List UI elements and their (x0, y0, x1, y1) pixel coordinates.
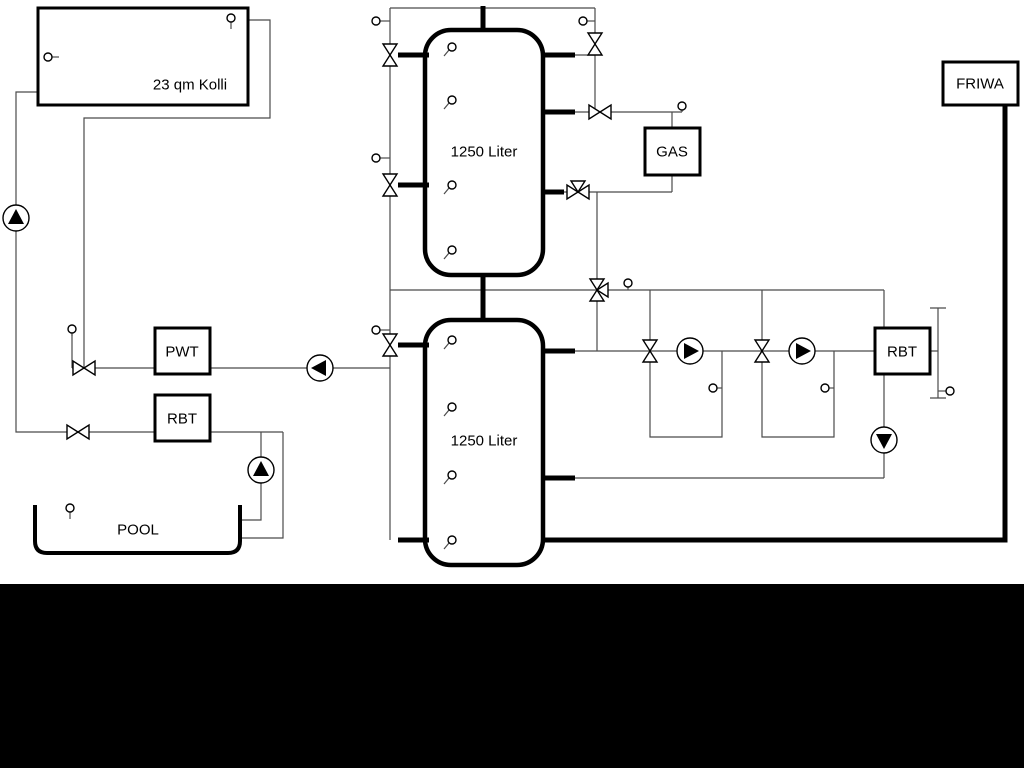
bottom-black-bar (0, 584, 1024, 768)
buffer-tank-lower-label: 1250 Liter (451, 433, 518, 450)
temp-sensor-collector-left-icon (43, 52, 59, 62)
temp-sensor-tank1-1-icon (443, 42, 457, 57)
rbt-left-label: RBT (167, 411, 197, 428)
valve-circuit1-icon (641, 339, 659, 363)
temp-sensor-tank1-3-icon (443, 180, 457, 195)
gas-boiler-label: GAS (656, 144, 688, 161)
pwt-box (153, 326, 212, 376)
pwt-label: PWT (165, 344, 198, 361)
friwa-box (941, 60, 1020, 107)
temp-sensor-right-riser-top-icon (578, 16, 595, 26)
temp-sensor-pool-icon (65, 503, 75, 519)
temp-sensor-tank1-4-icon (443, 245, 457, 260)
pool-label: POOL (117, 522, 159, 539)
gas-boiler-box (643, 126, 702, 177)
pwt-pump-icon (306, 354, 334, 382)
temp-sensor-gas-line-icon (677, 101, 687, 112)
buffer-tank-upper-label: 1250 Liter (451, 144, 518, 161)
rbt-right-label: RBT (887, 344, 917, 361)
circuit2-pump-icon (788, 337, 816, 365)
valve-collector-top-icon (381, 43, 399, 67)
valve-distribution-icon (588, 278, 609, 302)
valve-tank2-left-icon (381, 333, 399, 357)
rbt-left-box (153, 393, 212, 443)
temp-sensor-tank2-3-icon (443, 470, 457, 485)
pipes-thick (398, 6, 1008, 543)
temp-sensor-tank1-2-icon (443, 95, 457, 110)
capped-pipe-symbol (930, 307, 946, 399)
valve-pwt-icon (72, 359, 96, 377)
temp-sensor-collector-top-icon (226, 13, 236, 29)
temp-sensor-tank2-1-icon (443, 335, 457, 350)
friwa-label: FRIWA (956, 76, 1004, 93)
temp-sensor-riser-top-icon (371, 16, 390, 26)
temp-sensor-rbt-right-icon (938, 386, 955, 396)
temp-sensor-header-icon (623, 278, 633, 290)
temp-sensor-pwt-line-icon (67, 324, 77, 336)
temp-sensor-tank2-4-icon (443, 535, 457, 550)
temp-sensor-circuit1-icon (708, 383, 722, 393)
temp-sensor-riser-mid-icon (371, 153, 390, 163)
pipes-thin (15, 7, 885, 540)
valve-tank1-top-right-icon (586, 32, 604, 56)
collector-pump-icon (2, 204, 30, 232)
temp-sensor-circuit2-icon (820, 383, 834, 393)
valve-circuit2-icon (753, 339, 771, 363)
pool-pump-icon (247, 456, 275, 484)
pool-basin (33, 505, 242, 555)
rbt-pump-icon (870, 426, 898, 454)
valve-gas-supply-icon (588, 103, 612, 121)
valve-gas-return-icon (566, 180, 590, 201)
circuit1-pump-icon (676, 337, 704, 365)
temp-sensor-tank2-2-icon (443, 402, 457, 417)
solar-collector-label: 23 qm Kolli (153, 77, 227, 94)
temp-sensor-riser-low-icon (371, 325, 390, 335)
solar-collector-box (36, 6, 250, 107)
valve-tank1-left-icon (381, 173, 399, 197)
rbt-right-box (873, 326, 932, 376)
valve-rbt-left-icon (66, 423, 90, 441)
